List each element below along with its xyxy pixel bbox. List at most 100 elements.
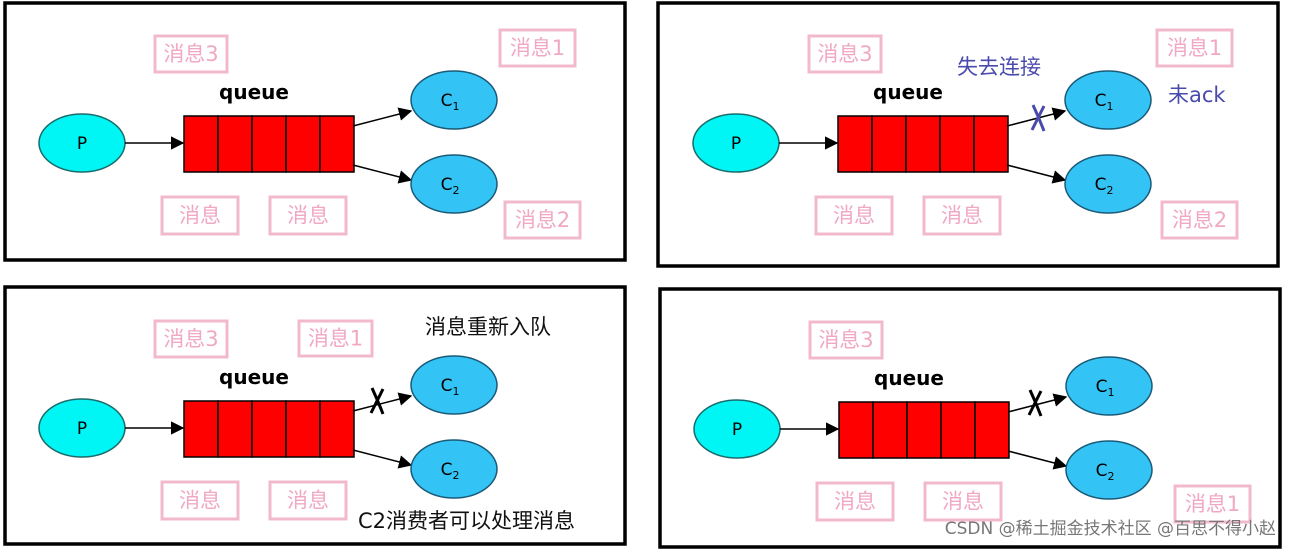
queue-block — [838, 401, 1010, 459]
message-tag-left: 消息 — [179, 489, 221, 513]
queue-label: queue — [219, 80, 289, 104]
queue-slot — [939, 115, 975, 173]
consumer-c1-index: 1 — [452, 385, 459, 398]
queue-slot — [838, 401, 874, 459]
message-tag-right: 消息 — [942, 490, 984, 514]
consumer-c2-letter: C — [441, 460, 453, 480]
queue-slot — [871, 115, 907, 173]
message-tag-right-box — [268, 195, 348, 236]
consumer-c1-node — [410, 70, 498, 130]
queue-slot — [319, 400, 355, 458]
consumer-c1-label: C1 — [1095, 91, 1114, 113]
message-3-tag-box — [807, 34, 883, 74]
queue-slot — [872, 401, 908, 459]
consumer-c1-node — [1064, 70, 1152, 130]
message-1-tag-box — [498, 28, 577, 68]
consumer-c1-node — [410, 355, 498, 415]
queue-block — [183, 115, 355, 173]
message-1-tag: 消息1 — [1167, 36, 1222, 60]
consumer-c1-index: 1 — [452, 100, 459, 113]
consumer-c2-index: 2 — [1107, 470, 1114, 483]
queue-slot — [974, 401, 1010, 459]
queue-slot — [183, 115, 219, 173]
message-2-tag: 消息2 — [1172, 208, 1227, 232]
consumer-c1-label: C1 — [1096, 377, 1115, 399]
queue-slot — [319, 115, 355, 173]
consumer-c2-label: C2 — [1096, 461, 1115, 483]
message-1-tag: 消息1 — [308, 327, 363, 351]
queue-slot — [285, 400, 321, 458]
producer-label: P — [77, 134, 87, 154]
consumer-c2-index: 2 — [452, 469, 459, 482]
queue-slot — [285, 115, 321, 173]
consumer-c2-letter: C — [1096, 461, 1108, 481]
queue-label: queue — [873, 80, 943, 104]
consumer-c1-index: 1 — [1107, 386, 1114, 399]
message-3-tag: 消息3 — [817, 42, 872, 66]
queue-to-c2-arrow — [1006, 164, 1067, 184]
queue-slot — [251, 400, 287, 458]
watermark-text: CSDN @稀土掘金技术社区 @百思不得小赵 — [945, 519, 1276, 539]
message-3-tag-box — [153, 34, 229, 74]
producer-label: P — [731, 134, 741, 154]
connection-lost-cross-mark — [1030, 104, 1046, 132]
consumer-c2-node — [410, 439, 498, 499]
note-not-acked: 未ack — [1168, 83, 1226, 107]
queue-to-c1-arrow — [352, 107, 413, 127]
queue-slot — [940, 401, 976, 459]
message-3-tag: 消息3 — [818, 328, 873, 352]
consumer-c1-letter: C — [441, 376, 453, 396]
producer-label: P — [77, 419, 87, 439]
consumer-c1-letter: C — [1095, 91, 1107, 111]
queue-to-c2-arrow — [1007, 450, 1068, 470]
note-lost-connection: 失去连接 — [957, 55, 1041, 79]
message-1-tag-box — [297, 319, 374, 358]
queue-to-c1-arrow — [352, 392, 413, 412]
queue-label: queue — [874, 366, 944, 390]
queue-slot — [217, 115, 253, 173]
message-3-tag: 消息3 — [163, 327, 218, 351]
connection-lost-cross-mark — [1027, 389, 1043, 417]
consumer-c2-index: 2 — [452, 184, 459, 197]
consumer-c1-index: 1 — [1106, 100, 1113, 113]
message-tag-right: 消息 — [287, 489, 329, 513]
message-tag-left: 消息 — [833, 204, 875, 228]
consumer-c2-label: C2 — [441, 460, 460, 482]
queue-slot — [251, 115, 287, 173]
producer-label: P — [732, 420, 742, 440]
queue-slot — [973, 115, 1009, 173]
message-tag-right-box — [922, 195, 1002, 236]
message-1-tag-box — [1173, 484, 1252, 524]
consumer-c2-letter: C — [1095, 175, 1107, 195]
message-tag-left: 消息 — [179, 204, 221, 228]
queue-block — [837, 115, 1009, 173]
consumer-c1-letter: C — [441, 91, 453, 111]
message-3-tag-box — [153, 319, 229, 359]
consumer-c2-label: C2 — [441, 175, 460, 197]
message-tag-left-box — [160, 195, 240, 236]
queue-slot — [217, 400, 253, 458]
queue-slot — [905, 115, 941, 173]
queue-block — [183, 400, 355, 458]
note-c2-can-process: C2消费者可以处理消息 — [358, 509, 575, 533]
message-3-tag-box — [808, 320, 884, 360]
consumer-c2-node — [1064, 154, 1152, 214]
consumer-c1-label: C1 — [441, 376, 460, 398]
queue-label: queue — [219, 365, 289, 389]
consumer-c2-label: C2 — [1095, 175, 1114, 197]
message-tag-left-box — [814, 195, 894, 236]
queue-to-c2-arrow — [352, 449, 413, 469]
consumer-c2-index: 2 — [1106, 184, 1113, 197]
message-3-tag: 消息3 — [163, 42, 218, 66]
consumer-c1-node — [1065, 356, 1153, 416]
message-1-tag: 消息1 — [510, 36, 565, 60]
message-tag-left: 消息 — [834, 490, 876, 514]
consumer-c2-node — [1065, 440, 1153, 500]
message-tag-left-box — [160, 480, 240, 521]
note-requeue: 消息重新入队 — [425, 315, 551, 339]
